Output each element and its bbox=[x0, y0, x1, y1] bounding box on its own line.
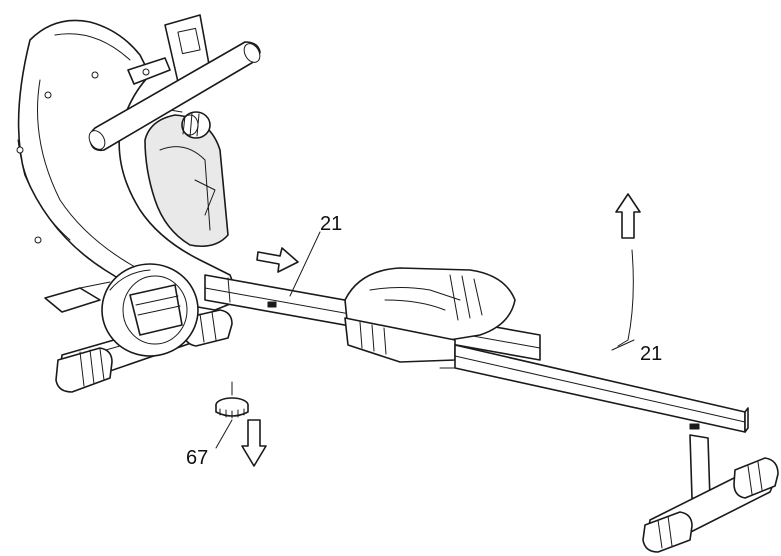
slide-arrow bbox=[256, 247, 299, 273]
callout-label-foot-leveler: 67 bbox=[186, 447, 208, 469]
rear-leg bbox=[642, 434, 779, 553]
foot-leveler-part bbox=[215, 381, 249, 419]
rail-rear-section bbox=[439, 344, 749, 433]
callout-label-rail-upper: 21 bbox=[320, 213, 342, 235]
callout-label-rail-lower: 21 bbox=[640, 343, 662, 365]
footrest-pedal bbox=[44, 263, 199, 357]
seat bbox=[344, 267, 516, 363]
handlebar bbox=[88, 41, 261, 152]
tension-knob bbox=[181, 111, 211, 139]
main-frame-housing bbox=[16, 19, 241, 311]
remove-arrow bbox=[241, 419, 267, 467]
callout-leaders bbox=[215, 231, 635, 449]
lift-arrow bbox=[615, 193, 641, 347]
monitor-console bbox=[127, 14, 211, 113]
